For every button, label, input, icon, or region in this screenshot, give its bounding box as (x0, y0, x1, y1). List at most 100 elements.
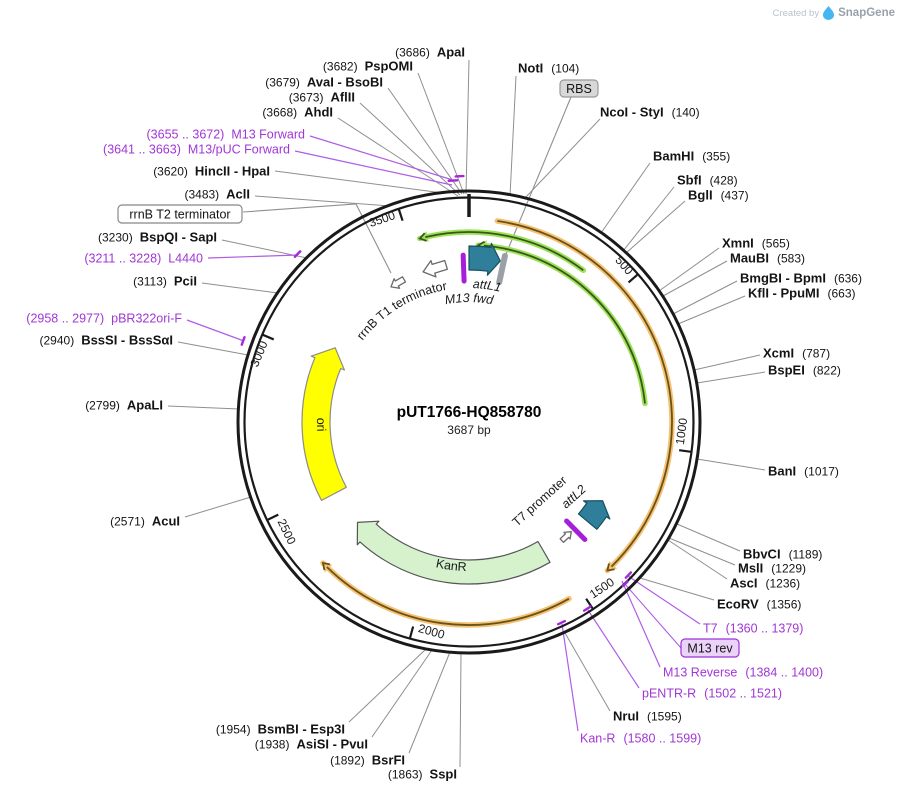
label-BsmBI-Esp3I: (1954)BsmBI - Esp3I (216, 722, 345, 737)
label-M13-Forward: (3655 .. 3672)M13 Forward (147, 128, 306, 142)
feature-attl2 (577, 500, 611, 530)
leader-line-BanI (696, 458, 766, 471)
label-pENTR-R: pENTR-R(1502 .. 1521) (642, 687, 782, 701)
leader-line-RBS (503, 96, 572, 260)
label-M13-Reverse: M13 Reverse(1384 .. 1400) (663, 666, 823, 680)
tick-label-2000: 2000 (417, 621, 447, 642)
label-T7: T7(1360 .. 1379) (703, 622, 803, 636)
label-M13-pUC-Forward: (3641 .. 3663)M13/pUC Forward (103, 143, 290, 157)
label-NruI: NruI(1595) (613, 709, 682, 724)
label-BamHI: BamHI(355) (653, 149, 730, 164)
watermark-brand-text: SnapGene (838, 7, 895, 19)
leader-line-PciI (201, 282, 279, 294)
watermark-created-by-text: Created by (772, 7, 820, 19)
label-KflI-PpuMI: KflI - PpuMI(663) (748, 286, 856, 301)
tick-1000 (678, 449, 692, 453)
label-HincII-HpaI: (3620)HincII - HpaI (153, 164, 270, 179)
primer-mark-6 (582, 605, 592, 612)
leader-line-BmgBI-BpmI (672, 280, 738, 315)
feature-t7-promoter-arrow (559, 531, 572, 543)
label-BanI: BanI(1017) (768, 464, 839, 479)
label-ApaI: (3686)ApaI (395, 45, 465, 60)
label-EcoRV: EcoRV(1356) (717, 597, 801, 612)
feature-t7-promoter-bar (564, 518, 588, 542)
tick-3000 (262, 333, 275, 341)
leader-line-M13-rev (623, 582, 682, 649)
label-Kan-R: Kan-R(1580 .. 1599) (580, 732, 701, 746)
boxed-label-text-M13-rev: M13 rev (687, 641, 733, 655)
tick-1500 (585, 598, 594, 610)
leader-line-AvaI-BsoBI (387, 87, 463, 195)
label-AscI: AscI(1236) (730, 576, 800, 591)
orf-arc-orange-2-head-core (321, 561, 331, 571)
plasmid-title: pUT1766-HQ858780 (397, 404, 542, 421)
leader-line-M13-Forward (309, 135, 457, 182)
leader-line-BsrFI (408, 651, 451, 754)
label-pBR322ori-F: (2958 .. 2977)pBR322ori-F (26, 312, 182, 326)
primer-mark-0 (447, 179, 459, 182)
tick-label-1000: 1000 (673, 417, 690, 446)
leader-line-M13-Reverse (621, 580, 661, 668)
leader-line-pENTR-R (587, 609, 640, 689)
boxed-label-M13-rev (680, 638, 740, 658)
plasmid-length: 3687 bp (447, 423, 491, 437)
leader-line-MslI (668, 537, 736, 566)
leader-line-SbfI (622, 186, 675, 252)
leader-line-T7 (627, 575, 701, 625)
feature-label-KanR: KanR (435, 556, 467, 574)
leader-line-AhdI (337, 117, 459, 197)
boxed-label-rrnB-T2-terminator (117, 204, 243, 224)
tick-label-2500: 2500 (275, 517, 299, 547)
tick-label-1500: 1500 (587, 575, 617, 602)
label-BspEI: BspEI(822) (768, 363, 841, 378)
label-AhdI: (3668)AhdI (262, 105, 333, 120)
leader-line-BglI (625, 200, 686, 254)
label-XcmI: XcmI(787) (763, 346, 830, 361)
leader-line-BspEI (696, 371, 766, 384)
leader-line-AscI (667, 539, 728, 580)
primer-mark-4 (624, 571, 633, 579)
orf-arc-orange-1-head-core (606, 563, 615, 572)
feature-rbs-bar (496, 252, 508, 286)
leader-line-BbvCI (676, 523, 741, 552)
leader-line-XmnI (658, 247, 720, 292)
tick-2000 (408, 626, 415, 639)
label-SspI: (1863)SspI (388, 767, 457, 782)
label-MauBI: MauBI(583) (730, 251, 805, 266)
leader-line-M13-pUC-Forward (294, 150, 453, 186)
label-NotI: NotI(104) (518, 61, 579, 76)
leader-line-AclI (254, 195, 391, 207)
leader-line-NotI (509, 75, 517, 197)
leader-line-BssSI-BssS-I (177, 341, 249, 356)
label-BspQI-SapI: (3230)BspQI - SapI (98, 230, 217, 245)
leader-line-HincII-HpaI (274, 170, 444, 194)
feature-rrnb-t2-terminator-arrow (390, 276, 407, 289)
watermark: Created by SnapGene (773, 6, 895, 20)
label-ApaLI: (2799)ApaLI (85, 398, 163, 413)
leader-line-NcoI-StyI (524, 118, 601, 199)
label-AflII: (3673)AflII (289, 90, 355, 105)
leader-line-NruI (564, 632, 611, 712)
label-BsrFI: (1892)BsrFI (330, 753, 405, 768)
leader-line-L4440 (207, 254, 299, 259)
feature-attl1 (468, 242, 501, 276)
label-AsiSI-PvuI: (1938)AsiSI - PvuI (255, 737, 368, 752)
boxed-label-text-rrnB-T2-terminator: rrnB T2 terminator (129, 207, 230, 221)
leader-line-BamHI (600, 162, 651, 234)
boxed-label-text-RBS: RBS (566, 82, 592, 96)
feature-kanr (356, 520, 551, 585)
snapgene-logo-icon (823, 6, 835, 20)
leader-line-ApaLI (167, 405, 240, 410)
label-SbfI: SbfI(428) (677, 173, 738, 188)
label-L4440: (3211 .. 3228)L4440 (84, 252, 203, 266)
feature-m13-fwd-bar (460, 252, 467, 284)
label-PspOMI: (3682)PspOMI (323, 59, 413, 74)
leader-line-SspI (459, 652, 462, 768)
boxed-label-RBS (559, 79, 599, 98)
leader-line-AcuI (184, 496, 252, 518)
label-XmnI: XmnI(565) (722, 236, 790, 251)
feature-rrnb-t1-terminator-arrow (422, 259, 449, 278)
label-AvaI-BsoBI: (3679)AvaI - BsoBI (265, 75, 383, 90)
feature-label-rrnB-T1-terminator: rrnB T1 terminator (354, 279, 448, 343)
feature-ori (301, 347, 347, 501)
